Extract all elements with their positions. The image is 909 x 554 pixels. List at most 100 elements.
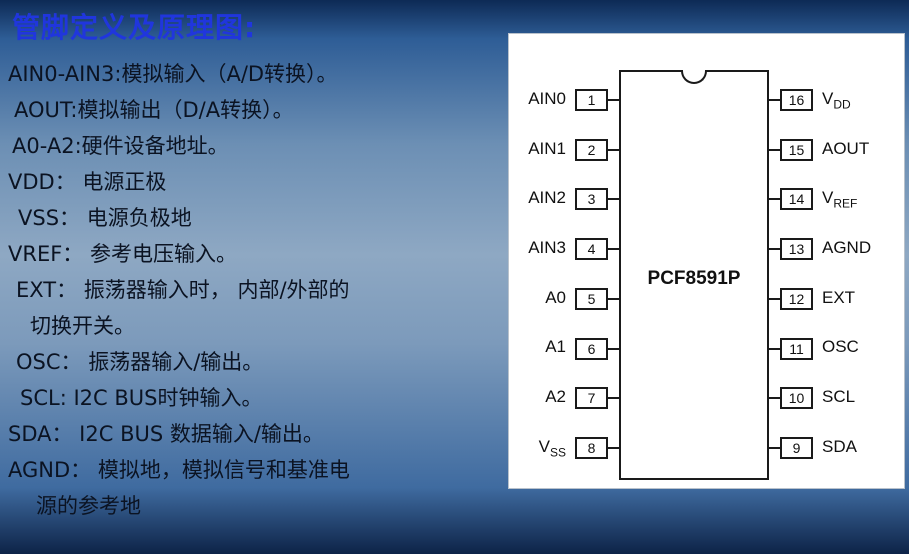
pin-connector-line — [608, 198, 619, 201]
pin-connector-line — [608, 99, 619, 101]
pin-name-text: AGND — [822, 237, 872, 257]
pin-connector-line — [769, 397, 780, 400]
pin-row: 9 SDA — [769, 436, 902, 460]
pin-name-text: A0 — [545, 287, 566, 307]
pin-number-box: 3 — [575, 188, 608, 211]
pin-name-text: A1 — [545, 337, 566, 357]
pin-row: VSS 8 — [513, 436, 619, 460]
pin-row: 10 SCL — [769, 386, 902, 410]
pin-name-text: OSC — [822, 337, 859, 357]
pin-connector-line — [769, 248, 780, 251]
left-pin-column: AIN0 1 AIN1 2 AIN2 3 AIN3 4 A0 5 — [513, 88, 619, 460]
pin-connector-line — [769, 99, 780, 101]
pin-number-box: 10 — [780, 387, 813, 410]
pin-connector-line — [769, 198, 780, 201]
pin-name-subscript: DD — [833, 97, 851, 112]
pin-name: VREF — [822, 188, 857, 210]
pin-number-box: 4 — [575, 238, 608, 261]
pin-name: AIN2 — [528, 188, 566, 210]
pin-number-box: 12 — [780, 287, 813, 310]
pin-connector-line — [769, 297, 780, 300]
pin-row: A2 7 — [513, 386, 619, 410]
pin-description-list: AIN0-AIN3:模拟输入（A/D转换）。 AOUT:模拟输出（D/A转换）。… — [6, 56, 511, 524]
pin-row: AIN3 4 — [513, 237, 619, 261]
pin-number-box: 1 — [575, 89, 608, 111]
pin-row: 12 EXT — [769, 287, 902, 311]
description-line: OSC： 振荡器输入/输出。 — [16, 350, 264, 374]
pin-name: VDD — [822, 89, 851, 111]
pin-name-text: AOUT — [822, 138, 870, 158]
description-line: SCL: I2C BUS时钟输入。 — [20, 386, 263, 410]
pin-name-subscript: SS — [549, 445, 566, 460]
pin-name: AGND — [822, 238, 871, 260]
description-line: VSS： 电源负极地 — [18, 206, 192, 230]
description-line: A0-A2:硬件设备地址。 — [12, 134, 229, 158]
pin-row: AIN1 2 — [513, 138, 619, 162]
chip-body: PCF8591P — [619, 70, 769, 480]
right-pin-column: 16 VDD 15 AOUT 14 VREF 13 AGND 12 EX — [769, 88, 902, 460]
chip-notch — [681, 70, 707, 84]
pin-name: AIN0 — [528, 89, 566, 111]
pin-name-text: SDA — [822, 436, 857, 456]
pin-connector-line — [608, 347, 619, 350]
pin-connector-line — [608, 297, 619, 300]
description-line: AOUT:模拟输出（D/A转换）。 — [14, 98, 294, 122]
description-line: 切换开关。 — [30, 314, 135, 338]
description-line: AIN0-AIN3:模拟输入（A/D转换）。 — [8, 62, 338, 86]
pin-number-box: 16 — [780, 89, 813, 111]
description-line: VREF： 参考电压输入。 — [8, 242, 237, 266]
pin-connector-line — [608, 148, 619, 151]
chip-label: PCF8591P — [647, 268, 741, 289]
pin-name-text: V — [822, 88, 834, 108]
pin-name-text: SCL — [822, 387, 856, 407]
pin-connector-line — [608, 446, 619, 449]
pin-name-text: AIN0 — [528, 88, 566, 108]
description-line: AGND： 模拟地，模拟信号和基准电 — [8, 458, 350, 482]
pin-name-text: A2 — [545, 387, 566, 407]
description-line: SDA： I2C BUS 数据输入/输出。 — [8, 422, 324, 446]
pin-number-box: 11 — [780, 337, 813, 360]
pin-row: 13 AGND — [769, 237, 902, 261]
pin-connector-line — [769, 347, 780, 350]
description-line: VDD： 电源正极 — [8, 170, 167, 194]
pin-name-text: AIN1 — [528, 138, 566, 158]
pin-name-text: EXT — [822, 287, 856, 307]
pin-name: A0 — [545, 288, 566, 310]
pin-number-box: 15 — [780, 138, 813, 161]
pin-name: VSS — [539, 437, 566, 459]
slide-title: 管脚定义及原理图: — [12, 11, 257, 44]
pin-row: 15 AOUT — [769, 138, 902, 162]
pin-name-text: V — [538, 436, 550, 456]
pin-name: SDA — [822, 437, 857, 459]
pin-row: A1 6 — [513, 337, 619, 361]
description-line: EXT： 振荡器输入时， 内部/外部的 — [16, 278, 350, 302]
pin-number-box: 5 — [575, 287, 608, 310]
pin-row: 11 OSC — [769, 337, 902, 361]
pin-connector-line — [608, 248, 619, 251]
pin-connector-line — [608, 397, 619, 400]
pin-name: A1 — [545, 337, 566, 359]
pin-name-text: V — [822, 188, 834, 208]
pin-row: AIN2 3 — [513, 187, 619, 211]
pin-name: AIN3 — [528, 238, 566, 260]
pin-number-box: 7 — [575, 387, 608, 410]
pin-name: OSC — [822, 337, 859, 359]
pin-connector-line — [769, 148, 780, 151]
pin-row: 14 VREF — [769, 187, 902, 211]
pin-name: EXT — [822, 288, 855, 310]
pin-number-box: 14 — [780, 188, 813, 211]
description-line: 源的参考地 — [36, 494, 141, 518]
pin-name-text: AIN3 — [528, 237, 566, 257]
pin-number-box: 6 — [575, 337, 608, 360]
pin-number-box: 8 — [575, 436, 608, 459]
pin-connector-line — [769, 446, 780, 449]
pin-name: A2 — [545, 387, 566, 409]
pin-row: A0 5 — [513, 287, 619, 311]
pin-row: 16 VDD — [769, 88, 902, 112]
pinout-panel: PCF8591P AIN0 1 AIN1 2 AIN2 3 AIN3 4 — [508, 33, 905, 489]
pin-row: AIN0 1 — [513, 88, 619, 112]
pin-name-text: AIN2 — [528, 188, 566, 208]
pin-name: AIN1 — [528, 139, 566, 161]
pin-number-box: 9 — [780, 436, 813, 459]
